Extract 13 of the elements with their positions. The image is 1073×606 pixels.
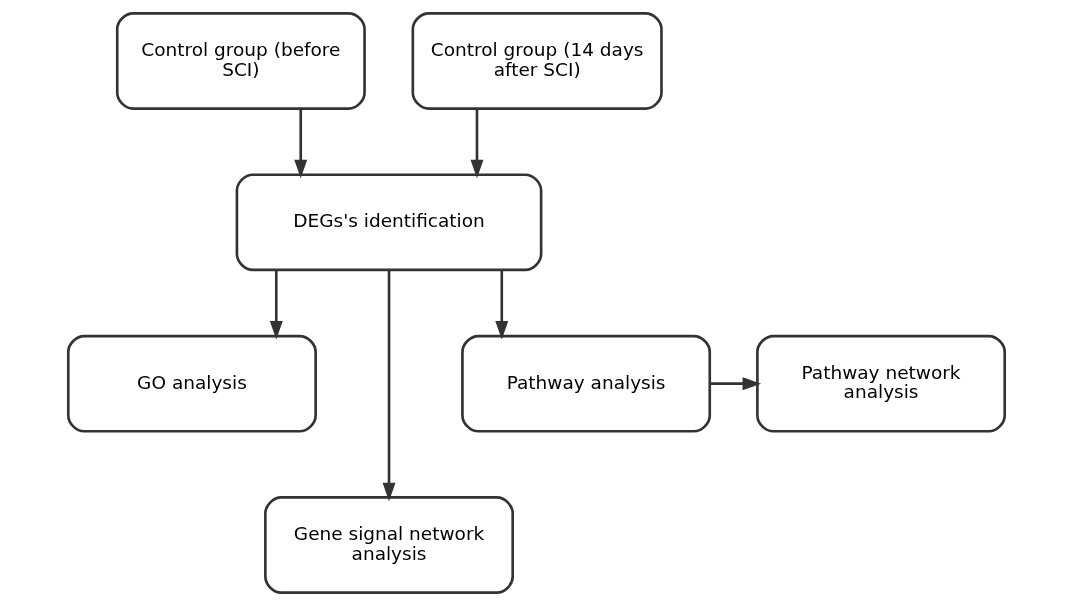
node-box: Control group (14 days after SCI) [411,12,663,110]
arrow [495,270,509,340]
arrow [709,377,762,391]
node-box: Gene signal network analysis [264,496,514,594]
node-box: GO analysis [66,334,317,433]
node-box: Pathway network analysis [756,334,1007,433]
arrow [382,269,396,502]
node-box: DEGs's identification [235,173,543,272]
node-box: Pathway analysis [461,334,712,433]
node-box: Control group (before SCI) [115,12,366,110]
arrow [269,270,283,340]
arrow [470,108,484,179]
arrow [294,108,308,179]
